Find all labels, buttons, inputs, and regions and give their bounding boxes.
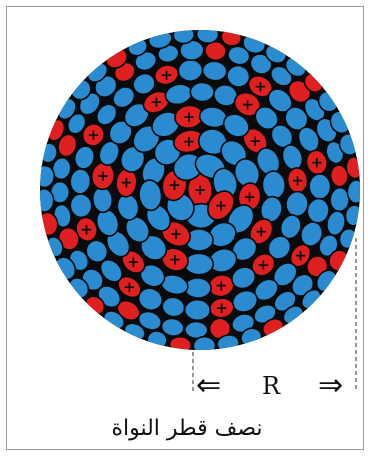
plus-sign-icon: + xyxy=(249,132,262,150)
figure-caption: نصف قطر النواة xyxy=(0,416,374,441)
radius-symbol: R xyxy=(262,372,280,400)
plus-sign-icon: + xyxy=(311,153,324,171)
plus-sign-icon: + xyxy=(127,253,140,271)
plus-sign-icon: + xyxy=(241,95,254,113)
neutron xyxy=(193,336,216,355)
plus-sign-icon: + xyxy=(254,77,267,95)
plus-sign-icon: + xyxy=(87,126,100,144)
plus-sign-icon: + xyxy=(243,188,256,206)
plus-sign-icon: + xyxy=(194,181,207,199)
plus-sign-icon: + xyxy=(170,225,183,243)
plus-sign-icon: + xyxy=(123,278,136,296)
plus-sign-icon: + xyxy=(215,196,228,214)
neutron xyxy=(347,180,365,204)
plus-sign-icon: + xyxy=(215,277,228,295)
plus-sign-icon: + xyxy=(160,66,173,84)
plus-sign-icon: + xyxy=(150,93,163,111)
plus-sign-icon: + xyxy=(183,132,196,150)
plus-sign-icon: + xyxy=(80,220,93,238)
right-arrow-icon: ⇒ xyxy=(318,371,343,401)
plus-sign-icon: + xyxy=(255,223,268,241)
neutron xyxy=(190,82,214,102)
neutron xyxy=(185,299,211,320)
plus-sign-icon: + xyxy=(97,167,110,185)
neutron xyxy=(34,188,54,212)
plus-sign-icon: + xyxy=(291,171,304,189)
nucleons-group: ++++++++++++++++++++++++++ xyxy=(34,25,365,356)
plus-sign-icon: + xyxy=(294,247,307,265)
plus-sign-icon: + xyxy=(257,256,270,274)
plus-sign-icon: + xyxy=(215,299,228,317)
plus-sign-icon: + xyxy=(183,108,196,126)
neutron xyxy=(196,25,219,44)
left-arrow-icon: ⇐ xyxy=(196,371,221,401)
plus-sign-icon: + xyxy=(120,174,133,192)
neutron xyxy=(309,174,331,200)
neutron xyxy=(184,253,213,275)
plus-sign-icon: + xyxy=(169,251,182,269)
